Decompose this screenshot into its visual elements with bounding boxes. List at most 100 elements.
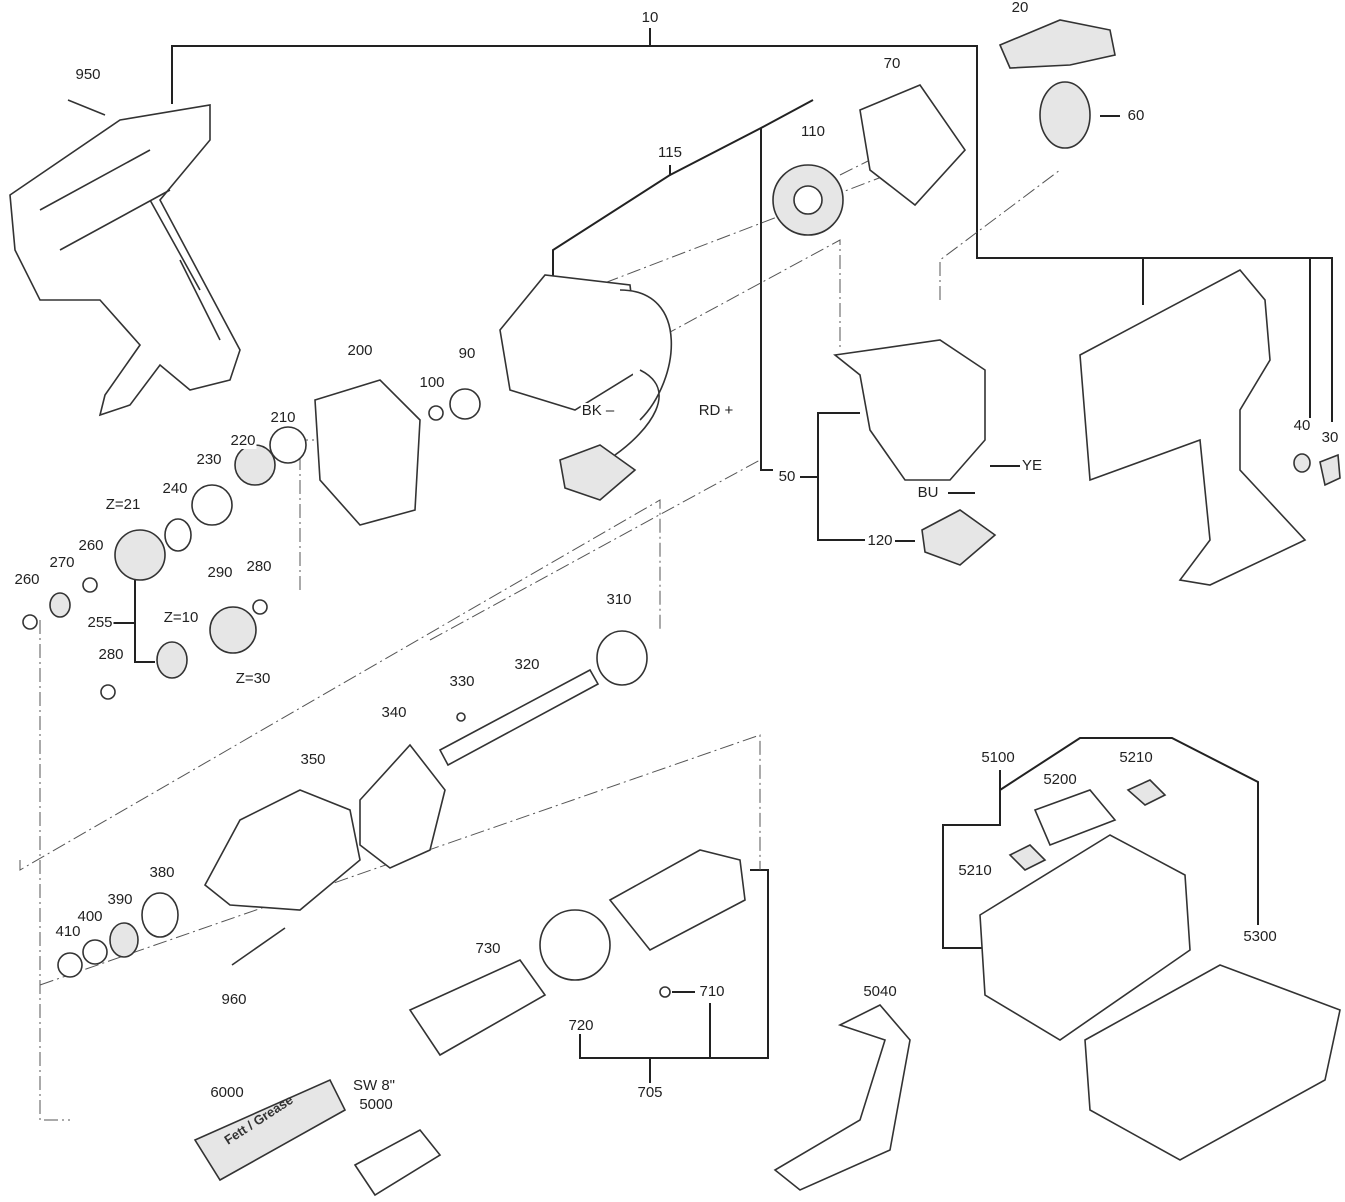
depth-locator-705 — [608, 849, 746, 952]
ring-410 — [57, 952, 83, 978]
callout-410: 410 — [54, 923, 82, 940]
ring-280a — [252, 599, 268, 615]
assembly-lines — [19, 159, 1061, 1121]
screw-950 — [67, 99, 106, 116]
callout-5100: 5100 — [980, 749, 1016, 766]
callout-20: 20 — [1010, 0, 1030, 16]
button-60 — [1039, 81, 1091, 149]
callout-400: 400 — [76, 908, 104, 925]
sleeve-380 — [141, 892, 179, 938]
gear-housing-200 — [314, 379, 421, 526]
ring-260a — [82, 577, 98, 593]
housing-left-shell — [9, 104, 241, 417]
wire-label-ye: YE — [1020, 457, 1044, 474]
callout-720: 720 — [567, 1017, 595, 1034]
gear-head-350 — [203, 789, 361, 911]
callout-255: 255 — [86, 614, 114, 631]
callout-200: 200 — [346, 342, 374, 359]
case-5100 — [979, 834, 1191, 1041]
callout-950: 950 — [74, 66, 102, 83]
callout-5000: 5000 — [358, 1096, 394, 1113]
screw-960 — [231, 927, 286, 966]
leader-115-b — [669, 99, 814, 176]
spring-40 — [1293, 453, 1311, 473]
washer-230 — [191, 484, 233, 526]
callout-115: 115 — [657, 144, 683, 161]
pinion-z10 — [156, 641, 188, 679]
cap-30 — [1319, 453, 1341, 487]
leader-115-c — [760, 128, 773, 471]
callout-210: 210 — [269, 409, 297, 426]
motor-wires — [614, 289, 673, 456]
handle-5200 — [1033, 789, 1117, 847]
callout-100: 100 — [418, 374, 446, 391]
callout-120: 120 — [866, 532, 894, 549]
motor-115 — [499, 274, 641, 411]
leader-115 — [552, 165, 671, 290]
housing-right-shell — [1079, 268, 1307, 586]
callout-340: 340 — [380, 704, 408, 721]
callout-705: 705 — [636, 1084, 664, 1101]
spindle-320 — [438, 668, 600, 767]
callout-280b: 280 — [97, 646, 125, 663]
latch-5210a — [1126, 779, 1167, 806]
leader-705 — [579, 869, 769, 1059]
bearing-220 — [234, 444, 276, 486]
callout-5040: 5040 — [862, 983, 898, 1000]
callout-50: 50 — [777, 468, 797, 485]
socket-size-label: SW 8" — [352, 1077, 396, 1094]
ring-280b — [100, 684, 116, 700]
callout-330: 330 — [448, 673, 476, 690]
connector-115 — [559, 444, 637, 501]
callout-270: 270 — [48, 554, 76, 571]
spring-390 — [109, 922, 139, 958]
callout-350: 350 — [299, 751, 327, 768]
connector-120 — [921, 509, 997, 566]
ring-260b — [22, 614, 38, 630]
leader-255-b — [134, 623, 155, 663]
callout-5210b: 5210 — [957, 862, 993, 879]
callout-730: 730 — [474, 940, 502, 957]
ring-400 — [82, 939, 108, 965]
callout-240: 240 — [161, 480, 189, 497]
callout-40: 40 — [1292, 417, 1312, 434]
callout-260a: 260 — [77, 537, 105, 554]
ring-720 — [539, 909, 611, 981]
parts: Fett / Grease — [9, 19, 1341, 1197]
gasket-340 — [359, 743, 446, 869]
callout-380: 380 — [148, 864, 176, 881]
gear-z21 — [114, 529, 166, 581]
leader-5100-b — [999, 737, 1259, 925]
ball-330 — [456, 712, 466, 722]
callout-5300: 5300 — [1242, 928, 1278, 945]
callout-70: 70 — [882, 55, 902, 72]
callout-5210a: 5210 — [1118, 749, 1154, 766]
callout-260b: 260 — [13, 571, 41, 588]
bearing-90 — [449, 388, 481, 420]
callout-290: 290 — [206, 564, 234, 581]
leader-50-bracket — [817, 412, 865, 541]
callout-710: 710 — [698, 983, 726, 1000]
latch-5210b — [1008, 844, 1047, 871]
leader-lines — [112, 28, 1333, 1083]
ring-70 — [859, 84, 967, 207]
bush-240 — [164, 518, 192, 552]
socket-5000 — [353, 1128, 442, 1197]
leader-10-bracket — [171, 45, 1333, 422]
callout-60: 60 — [1126, 107, 1146, 124]
callout-90: 90 — [457, 345, 477, 362]
callout-110: 110 — [800, 123, 826, 140]
callout-6000: 6000 — [209, 1084, 245, 1101]
gear-teeth-z30: Z=30 — [234, 670, 272, 687]
wire-label-bu: BU — [916, 484, 940, 501]
ring-100 — [428, 405, 444, 421]
callout-30: 30 — [1320, 429, 1340, 446]
gear-290 — [209, 606, 257, 654]
gear-teeth-z21: Z=21 — [104, 496, 142, 513]
washer-210 — [269, 426, 307, 464]
callout-220: 220 — [229, 432, 257, 449]
gear-teeth-z10: Z=10 — [162, 609, 200, 626]
leader-5100 — [942, 770, 1001, 949]
